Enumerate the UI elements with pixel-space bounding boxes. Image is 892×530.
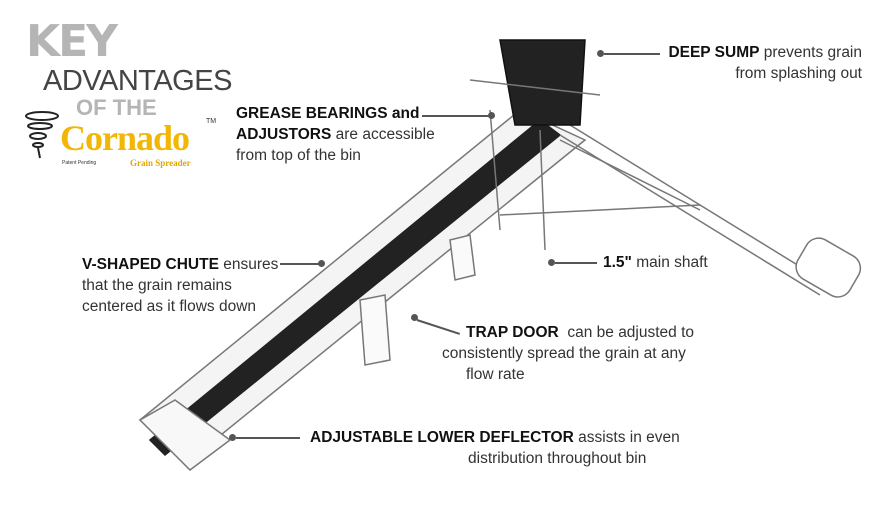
callout-text: assists in even: [573, 429, 680, 446]
callout-text: ensures: [218, 256, 279, 273]
logo-brand: Cornado: [60, 118, 190, 158]
callout-text: prevents grain: [759, 44, 862, 61]
callout-main-shaft: 1.5" main shaft: [603, 252, 708, 273]
callout-text: main shaft: [631, 254, 708, 271]
callout-text: that the grain remains: [82, 277, 232, 294]
logo-patent: Patent Pending: [62, 160, 97, 166]
callout-trap-door: TRAP DOOR can be adjusted to consistentl…: [442, 322, 695, 385]
callout-heading: V-SHAPED CHUTE: [82, 256, 219, 273]
callout-grease-bearings: GREASE BEARINGS and ADJUSTORS are access…: [236, 103, 435, 166]
leader-line: [236, 437, 300, 439]
callout-text: from splashing out: [735, 65, 862, 82]
callout-dot: [548, 259, 555, 266]
callout-text: are accessible: [331, 126, 435, 143]
callout-text: consistently spread the grain at any: [442, 345, 686, 362]
leader-line: [555, 262, 597, 264]
callout-heading: GREASE BEARINGS and: [236, 105, 420, 122]
callout-text: flow rate: [466, 366, 525, 383]
callout-dot: [229, 434, 236, 441]
callout-heading: 1.5": [603, 254, 632, 271]
leader-line: [604, 53, 660, 55]
title-advantages: ADVANTAGES: [43, 65, 232, 97]
title-key: KEY: [26, 16, 118, 67]
callout-heading: TRAP DOOR: [466, 324, 559, 341]
title-of-the: OF THE: [76, 95, 157, 120]
callout-v-chute: V-SHAPED CHUTE ensures that the grain re…: [82, 254, 278, 317]
callout-dot: [318, 260, 325, 267]
logo-tm: TM: [206, 118, 217, 125]
callout-text: centered as it flows down: [82, 298, 257, 315]
tornado-icon: [25, 111, 59, 159]
leader-line: [280, 263, 320, 265]
logo-subtitle: Grain Spreader: [130, 158, 191, 168]
callout-dot: [488, 112, 495, 119]
callout-dot: [411, 314, 418, 321]
callout-lower-deflector: ADJUSTABLE LOWER DEFLECTOR assists in ev…: [310, 427, 680, 469]
callout-text: from top of the bin: [236, 147, 361, 164]
callout-text: can be adjusted to: [558, 324, 695, 341]
callout-heading: DEEP SUMP: [668, 44, 760, 61]
callout-text: distribution throughout bin: [468, 450, 647, 467]
callout-dot: [597, 50, 604, 57]
callout-heading: ADJUSTORS: [236, 126, 332, 143]
leader-line: [422, 115, 490, 117]
callout-heading: ADJUSTABLE LOWER DEFLECTOR: [310, 429, 574, 446]
callout-deep-sump: DEEP SUMP prevents grain from splashing …: [668, 42, 862, 84]
